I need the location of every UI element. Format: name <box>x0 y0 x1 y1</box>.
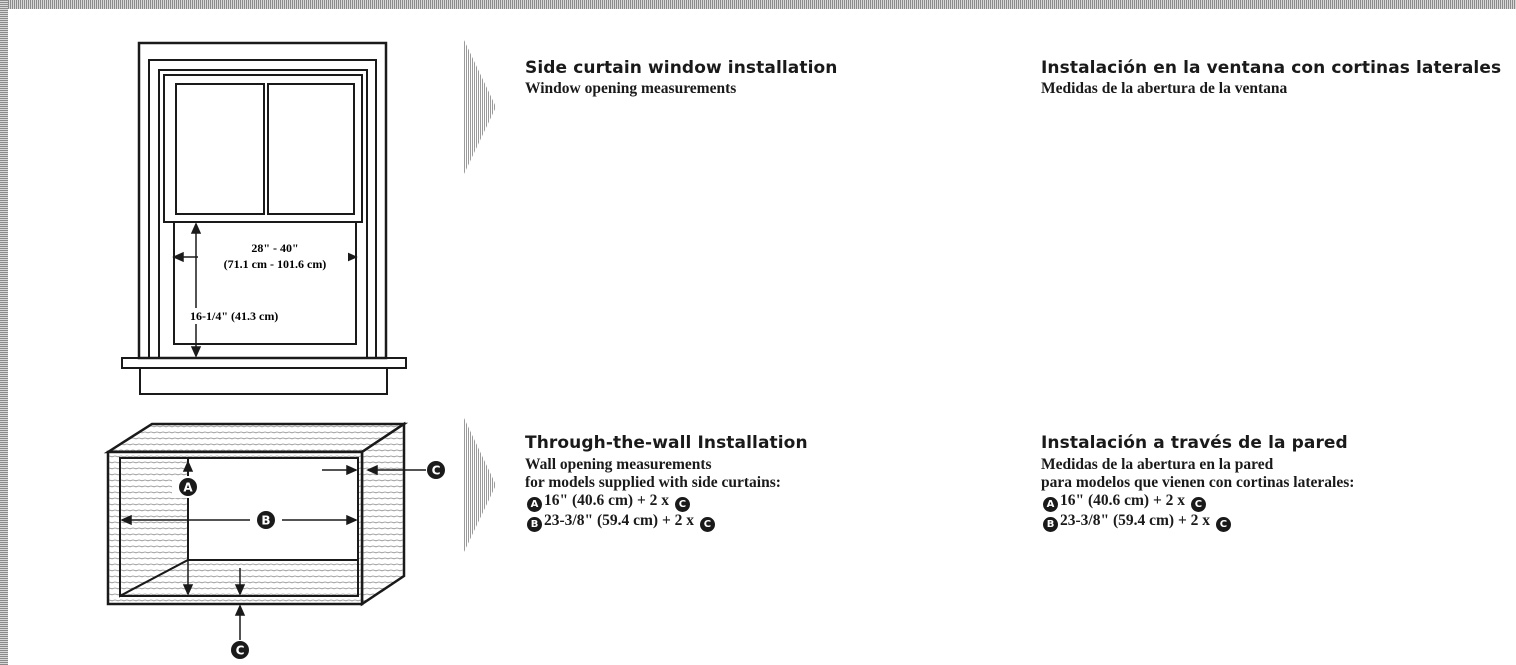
wall-line-2-en: for models supplied with side curtains: <box>525 474 781 491</box>
section-arrow-wall <box>464 418 496 552</box>
marker-c-icon: C <box>699 517 715 532</box>
window-figure: 28" - 40" (71.1 cm - 101.6 cm) 16-1/4" (… <box>121 41 407 395</box>
wall-body-en: Wall opening measurements for models sup… <box>525 456 781 532</box>
wall-marker-c-side: C <box>432 464 441 478</box>
wall-figure: A B C C <box>103 421 445 659</box>
formula-a-text-es: 16" (40.6 cm) + 2 x <box>1060 492 1186 509</box>
window-subtitle-en: Window opening measurements <box>525 80 737 97</box>
window-width-label-2: (71.1 cm - 101.6 cm) <box>224 257 327 271</box>
formula-a-text: 16" (40.6 cm) + 2 x <box>544 492 670 509</box>
window-title-es: Instalación en la ventana con cortinas l… <box>1041 58 1502 78</box>
section-arrow-window <box>464 40 496 174</box>
marker-b-icon: B <box>527 517 542 532</box>
window-width-label-1: 28" - 40" <box>251 241 298 255</box>
page-border-left <box>0 0 8 665</box>
wall-line-1-en: Wall opening measurements <box>525 456 712 473</box>
marker-c-icon: C <box>1215 517 1231 532</box>
wall-title-es: Instalación a través de la pared <box>1041 433 1348 453</box>
window-title-en: Side curtain window installation <box>525 58 838 78</box>
window-height-label: 16-1/4" (41.3 cm) <box>190 309 278 323</box>
page-border-top <box>0 0 1516 9</box>
wall-line-2-es: para modelos que vienen con cortinas lat… <box>1041 474 1355 491</box>
wall-body-es: Medidas de la abertura en la pared para … <box>1041 456 1354 532</box>
wall-marker-a: A <box>183 481 193 495</box>
wall-marker-c-bottom: C <box>236 644 245 658</box>
marker-c-icon: C <box>1190 497 1206 512</box>
wall-title-en: Through-the-wall Installation <box>525 433 808 453</box>
formula-b-text: 23-3/8" (59.4 cm) + 2 x <box>544 512 695 529</box>
formula-b-text-es: 23-3/8" (59.4 cm) + 2 x <box>1060 512 1211 529</box>
wall-line-1-es: Medidas de la abertura en la pared <box>1041 456 1274 473</box>
window-subtitle-es: Medidas de la abertura de la ventana <box>1041 80 1288 97</box>
wall-marker-b: B <box>261 514 270 528</box>
marker-a-icon: A <box>527 497 542 512</box>
marker-b-icon: B <box>1043 517 1058 532</box>
marker-a-icon: A <box>1043 497 1058 512</box>
marker-c-icon: C <box>674 497 690 512</box>
